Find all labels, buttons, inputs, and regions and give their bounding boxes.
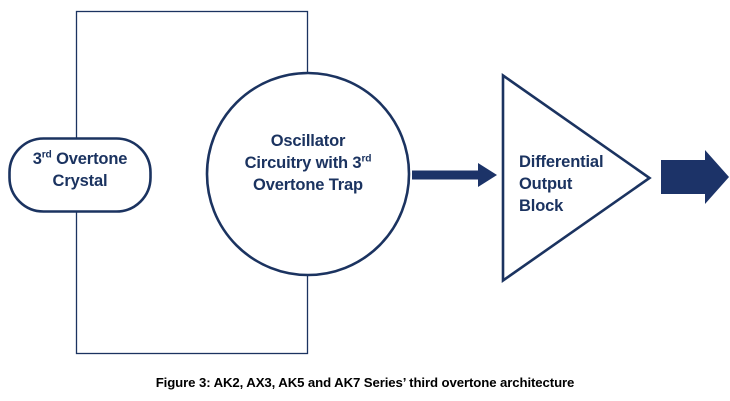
oscillator-label-superscript: rd xyxy=(361,153,372,165)
figure-caption: Figure 3: AK2, AX3, AK5 and AK7 Series’ … xyxy=(155,375,575,390)
crystal-label-line1: 3 xyxy=(32,150,42,168)
output-block-triangle xyxy=(501,73,652,283)
crystal-rounded-rect xyxy=(8,137,152,213)
arrow-oscillator-to-output-icon xyxy=(412,163,497,187)
crystal-label-line1-rest: Overtone xyxy=(51,150,128,168)
oscillator-label-line1: Oscillator xyxy=(270,132,346,150)
oscillator-circle xyxy=(205,71,411,277)
oscillator-label-line3: Overtone Trap xyxy=(253,175,363,194)
output-block-label-line3: Block xyxy=(519,196,564,215)
crystal-label-line2: Crystal xyxy=(52,171,108,190)
crystal-label-superscript: rd xyxy=(41,149,52,161)
arrow-output-external-icon xyxy=(661,150,729,204)
oscillator-label-line2: Circuitry with 3 xyxy=(244,153,362,172)
output-block-label-line2: Output xyxy=(519,174,573,193)
output-block-label-line1: Differential xyxy=(519,153,604,171)
